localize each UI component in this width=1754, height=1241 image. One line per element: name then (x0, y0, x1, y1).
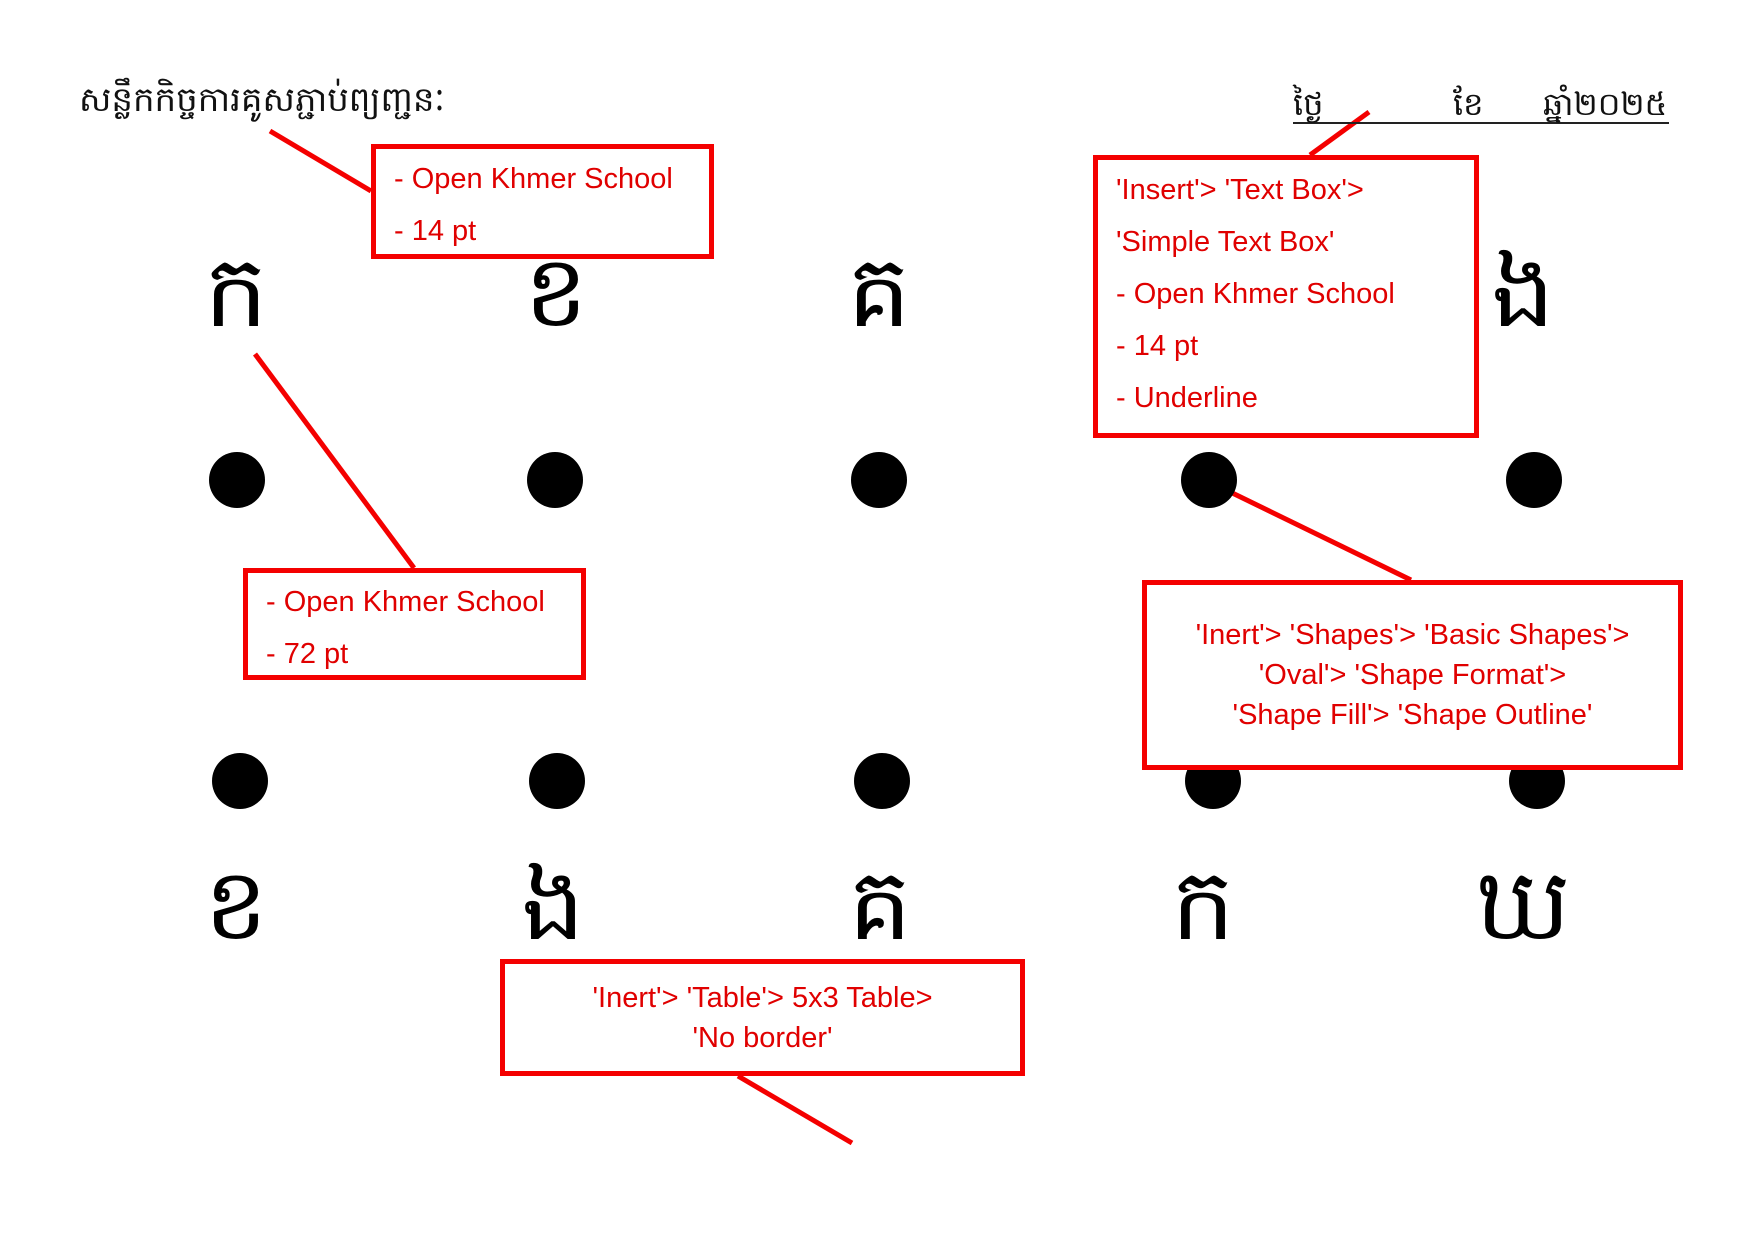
annotation-line: - Open Khmer School (1116, 278, 1395, 310)
date-month: ខែ (1453, 86, 1484, 122)
match-dot[interactable] (529, 753, 585, 809)
annotation-line: 'Insert'> 'Text Box'> (1116, 174, 1364, 206)
annotation-letter-font: - Open Khmer School - 72 pt (243, 568, 586, 680)
annotation-line: - 14 pt (1116, 330, 1199, 362)
bottom-letter: ឃ (1475, 849, 1571, 961)
callout-line-textbox (1308, 109, 1371, 158)
match-dot[interactable] (209, 452, 265, 508)
bottom-letter: ខ (204, 849, 268, 961)
annotation-heading-font: - Open Khmer School - 14 pt (371, 144, 714, 259)
date-day: ថ្ងៃ (1293, 86, 1324, 122)
annotation-line: 'Simple Text Box' (1116, 226, 1335, 258)
bottom-letter: គ (848, 849, 912, 961)
callout-line-table (736, 1073, 854, 1146)
date-year: ឆ្នាំ២០២៥ (1543, 86, 1668, 122)
callout-line-letter (252, 352, 417, 570)
annotation-line: 'Inert'> 'Table'> 5x3 Table> (592, 981, 933, 1014)
annotation-line: 'Inert'> 'Shapes'> 'Basic Shapes'> (1195, 619, 1630, 651)
match-dot[interactable] (212, 753, 268, 809)
annotation-line: - 14 pt (394, 215, 477, 247)
annotation-line: - Underline (1116, 382, 1258, 414)
callout-line-heading (268, 128, 373, 194)
annotation-line: 'No border' (692, 1021, 833, 1054)
annotation-line: - 72 pt (266, 638, 349, 670)
top-letter: គ (847, 236, 911, 348)
bottom-letter: ង (521, 849, 585, 961)
match-dot[interactable] (854, 753, 910, 809)
annotation-line: - Open Khmer School (394, 163, 673, 195)
annotation-textbox: 'Insert'> 'Text Box'> 'Simple Text Box' … (1093, 155, 1479, 438)
top-letter: ង (1491, 236, 1555, 348)
worksheet-heading: សន្លឹកកិច្ចការគូសភ្ជាប់ព្យញ្ជនៈ (79, 81, 445, 119)
annotation-line: 'Oval'> 'Shape Format'> (1258, 659, 1567, 691)
annotation-line: - Open Khmer School (266, 586, 545, 618)
match-dot[interactable] (527, 452, 583, 508)
match-dot[interactable] (851, 452, 907, 508)
callout-line-shape (1218, 484, 1413, 583)
bottom-letter: ក (1171, 849, 1235, 961)
annotation-line: 'Shape Fill'> 'Shape Outline' (1232, 699, 1593, 731)
match-dot[interactable] (1181, 452, 1237, 508)
top-letter: ក (204, 236, 268, 348)
annotation-table: 'Inert'> 'Table'> 5x3 Table> 'No border' (500, 959, 1025, 1076)
match-dot[interactable] (1506, 452, 1562, 508)
annotation-shapes: 'Inert'> 'Shapes'> 'Basic Shapes'> 'Oval… (1142, 580, 1683, 770)
date-line: ថ្ងៃ ខែ ឆ្នាំ២០២៥ (1293, 84, 1669, 124)
